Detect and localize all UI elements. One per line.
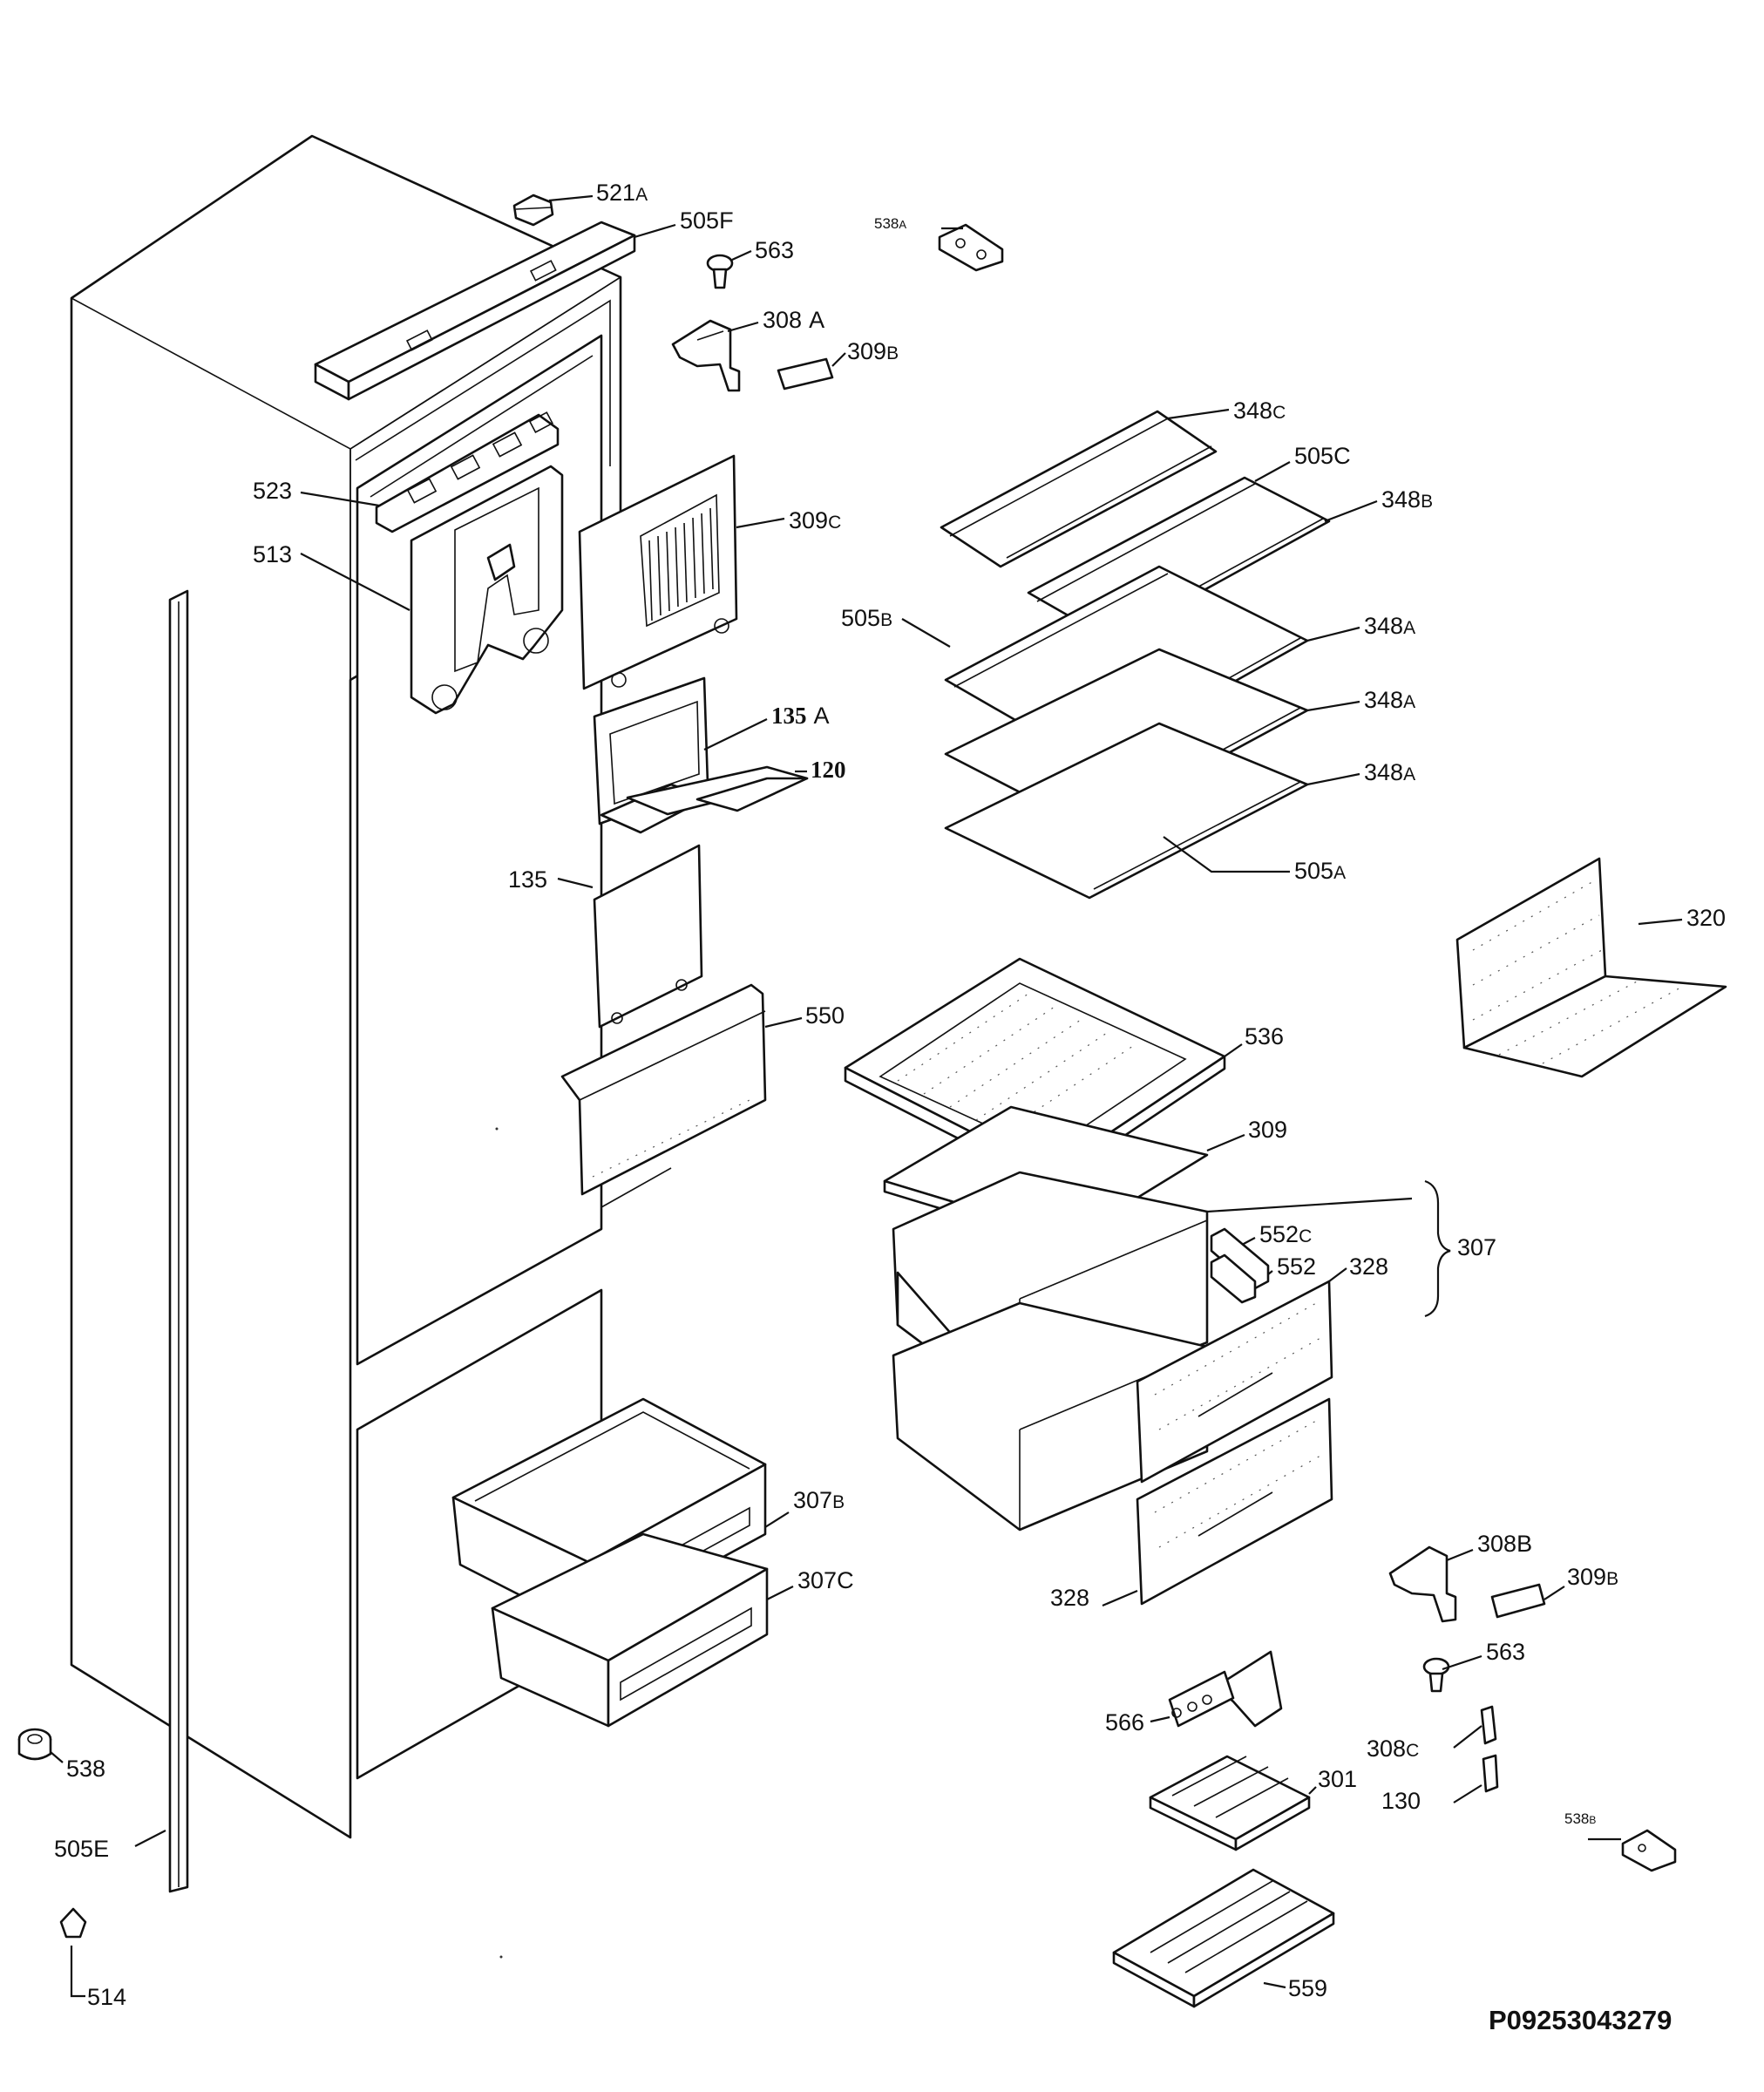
label-307c: 307C [797, 1567, 854, 1593]
pin-308c [1480, 1705, 1497, 1745]
label-538: 538 [66, 1756, 105, 1782]
label-309b-bottom: 309B [1567, 1564, 1618, 1590]
pin-130 [1482, 1754, 1499, 1793]
tray-559 [1112, 1868, 1335, 2008]
cover-550 [560, 983, 767, 1196]
grille-309c [578, 454, 738, 690]
screw-563-bottom [1422, 1657, 1450, 1693]
basket-320 [1455, 857, 1727, 1078]
label-348a-2: 348A [1364, 687, 1415, 713]
label-552c: 552C [1259, 1221, 1312, 1247]
top-trim-505f [314, 221, 636, 401]
panel-513 [410, 465, 564, 715]
label-328-top: 328 [1349, 1253, 1388, 1280]
drawer-307c [491, 1532, 769, 1728]
label-320: 320 [1686, 905, 1726, 931]
label-559: 559 [1288, 1975, 1327, 2001]
label-513: 513 [253, 541, 292, 567]
label-563-top: 563 [755, 237, 794, 263]
label-566: 566 [1105, 1709, 1144, 1735]
label-130: 130 [1381, 1788, 1421, 1814]
label-328-bottom: 328 [1050, 1585, 1089, 1611]
label-307: 307 [1457, 1234, 1496, 1260]
label-538b: 538B [1564, 1810, 1596, 1827]
label-309b-top: 309B [847, 338, 899, 364]
bracket-308a [671, 319, 741, 392]
tray-120 [626, 765, 809, 816]
diagram-code: P09253043279 [1489, 2005, 1672, 2035]
label-309c: 309C [789, 507, 841, 533]
label-308c: 308C [1367, 1735, 1419, 1762]
label-301: 301 [1318, 1766, 1357, 1792]
flap-135 [593, 844, 703, 1029]
shelf-348c [940, 410, 1218, 568]
label-309b-top [777, 357, 834, 391]
label-552: 552 [1277, 1253, 1316, 1280]
label-309b-bottom [1490, 1583, 1546, 1619]
label-514: 514 [87, 1984, 126, 2010]
scraper-566 [1168, 1650, 1283, 1728]
front-328-top [1136, 1280, 1333, 1484]
hinge-538b [1621, 1829, 1677, 1872]
label-505f: 505F [680, 207, 734, 234]
label-120: 120 [811, 757, 846, 783]
leader-lines [50, 194, 1683, 1998]
icetray-301 [1149, 1755, 1311, 1851]
label-348c: 348C [1233, 397, 1286, 424]
label-308b: 308B [1477, 1531, 1532, 1557]
screw-563-top [706, 254, 734, 289]
label-523: 523 [253, 478, 292, 504]
rails-552 [1210, 1227, 1270, 1304]
front-328-bottom [1136, 1397, 1333, 1606]
label-348a-3: 348A [1364, 759, 1415, 785]
label-505e: 505E [54, 1836, 109, 1862]
label-550: 550 [805, 1002, 845, 1029]
bracket-308b [1388, 1545, 1457, 1623]
label-348b: 348B [1381, 486, 1433, 513]
label-505b: 505B [841, 605, 892, 631]
cap-521a [512, 194, 554, 227]
label-309: 309 [1248, 1117, 1287, 1143]
label-536: 536 [1245, 1023, 1284, 1049]
label-135: 135 [508, 866, 547, 893]
label-505a: 505A [1294, 858, 1346, 884]
drawer-lower [892, 1301, 1209, 1532]
label-538a: 538A [874, 215, 906, 232]
label-348a-1: 348A [1364, 613, 1415, 639]
rail-523 [375, 411, 560, 533]
plug-514 [59, 1907, 87, 1939]
label-521a: 521A [596, 180, 648, 206]
label-307b: 307B [793, 1487, 845, 1513]
hinge-538a [938, 223, 1004, 272]
foot-538 [17, 1728, 52, 1761]
brace-307 [1424, 1179, 1451, 1318]
label-505c: 505C [1294, 443, 1351, 469]
label-563-bottom: 563 [1486, 1639, 1525, 1665]
